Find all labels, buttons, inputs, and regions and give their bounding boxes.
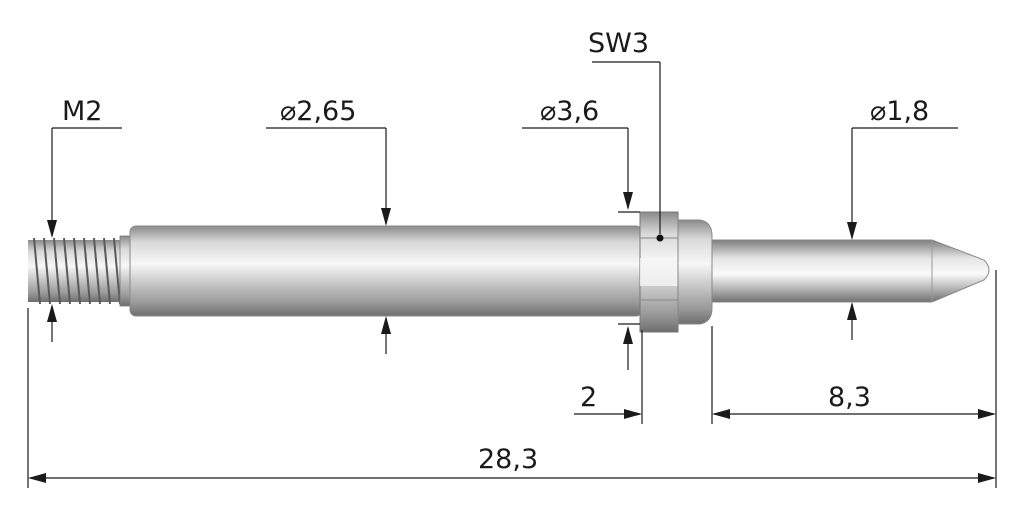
dim-tip-diameter: ⌀1,8 [847, 96, 958, 340]
tip-section [711, 239, 990, 303]
dim-thread: M2 [47, 96, 122, 342]
dim-wrench-size: SW3 [588, 28, 661, 234]
label-total-length: 28,3 [478, 444, 538, 475]
dimensions: M2 ⌀2,65 ⌀3,6 [27, 28, 997, 488]
thread-section [28, 235, 133, 307]
label-collar-length: 2 [580, 382, 597, 413]
svg-text:⌀1,8: ⌀1,8 [870, 96, 929, 127]
round-collar [677, 219, 713, 325]
label-tip-diameter: 1,8 [886, 96, 929, 127]
diameter-symbol: ⌀ [540, 96, 556, 127]
label-thread: M2 [62, 96, 102, 127]
dim-collar-length: 2 [574, 382, 642, 419]
dim-collar-diameter: ⌀3,6 [522, 96, 640, 370]
svg-text:⌀3,6: ⌀3,6 [540, 96, 599, 127]
dim-shaft-diameter: ⌀2,65 [266, 96, 391, 354]
diameter-symbol: ⌀ [870, 96, 886, 127]
diameter-symbol: ⌀ [280, 96, 296, 127]
dim-tip-length: 8,3 [712, 382, 996, 419]
cross-hole-dot [656, 234, 664, 242]
label-collar-diameter: 3,6 [556, 96, 599, 127]
dim-total-length: 28,3 [28, 444, 996, 483]
main-shaft [129, 225, 643, 317]
label-wrench-size: SW3 [588, 28, 649, 59]
pin-part [28, 211, 990, 333]
hex-collar [639, 211, 679, 333]
label-tip-length: 8,3 [828, 382, 871, 413]
label-shaft-diameter: 2,65 [296, 96, 356, 127]
svg-text:⌀2,65: ⌀2,65 [280, 96, 356, 127]
